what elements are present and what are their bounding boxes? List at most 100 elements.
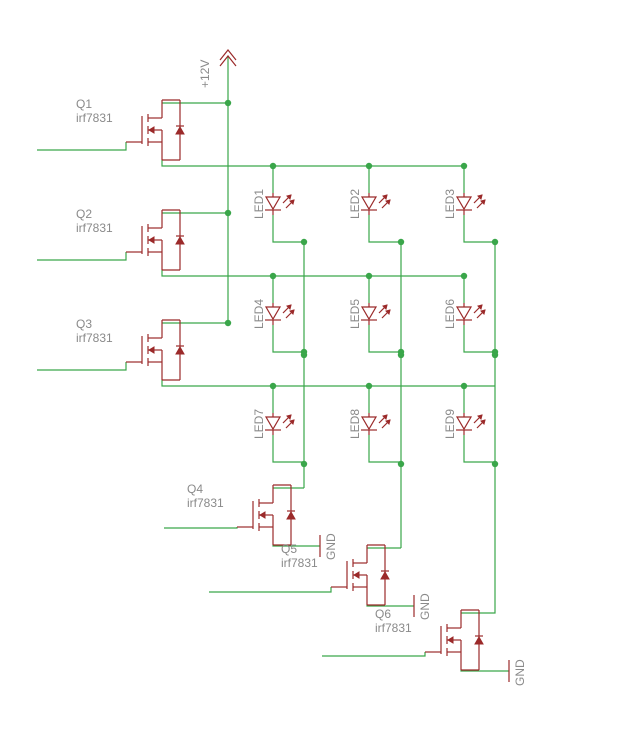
transistor-part: irf7831 xyxy=(187,496,224,510)
junction-dot xyxy=(224,99,232,107)
led-label: LED7 xyxy=(252,409,266,439)
junction-dot xyxy=(397,460,405,468)
body-arrow xyxy=(259,511,266,519)
led-cathode-wire xyxy=(368,325,401,353)
labels: +12V GND GND GND xyxy=(198,60,527,686)
led-triangle xyxy=(264,416,282,431)
ground-label-2: GND xyxy=(418,593,432,620)
body-arrow xyxy=(148,126,155,134)
junction-dot xyxy=(269,382,277,390)
gate-input xyxy=(164,527,238,529)
junction-dot xyxy=(365,162,373,170)
led-light-arrowhead xyxy=(385,309,391,315)
led-light-arrowhead xyxy=(289,199,295,205)
body-arrow xyxy=(447,636,454,644)
gate-input xyxy=(37,362,127,371)
led-led3: LED3 xyxy=(443,189,486,219)
led-light-arrowhead xyxy=(382,414,388,420)
diode-triangle xyxy=(286,510,296,520)
led-label: LED9 xyxy=(443,409,457,439)
led-label: LED2 xyxy=(348,189,362,219)
led-light-arrowhead xyxy=(286,414,292,420)
power-label: +12V xyxy=(198,60,212,88)
led-triangle xyxy=(360,416,378,431)
gate-input xyxy=(37,142,127,151)
led-light-arrowhead xyxy=(385,419,391,425)
led-cathode-wire xyxy=(272,325,304,353)
led-label: LED4 xyxy=(252,299,266,329)
led-light-arrowhead xyxy=(289,419,295,425)
led-light-arrowhead xyxy=(480,419,486,425)
junction-dot xyxy=(491,460,499,468)
junction-dot xyxy=(460,162,468,170)
transistor-part: irf7831 xyxy=(76,331,113,345)
row-rail xyxy=(161,380,464,387)
row-rail xyxy=(161,160,464,167)
transistor-name: Q4 xyxy=(187,482,203,496)
led-led9: LED9 xyxy=(443,409,486,439)
led-light-arrowhead xyxy=(477,194,483,200)
led-light-arrowhead xyxy=(286,304,292,310)
diode-triangle xyxy=(175,345,185,355)
led-led6: LED6 xyxy=(443,299,486,329)
diode-triangle xyxy=(474,635,484,645)
diode-triangle xyxy=(175,235,185,245)
led-triangle xyxy=(455,416,473,431)
junction-dot xyxy=(269,272,277,280)
led-light-arrowhead xyxy=(382,304,388,310)
led-light-arrowhead xyxy=(477,414,483,420)
gate-input xyxy=(209,587,332,593)
led-triangle xyxy=(264,196,282,211)
led-led2: LED2 xyxy=(348,189,391,219)
junction-dot xyxy=(224,209,232,217)
transistor-name: Q6 xyxy=(375,607,391,621)
led-light-arrowhead xyxy=(286,194,292,200)
junction-dot xyxy=(300,351,308,359)
led-cathode-wire xyxy=(368,215,401,243)
body-arrow xyxy=(148,346,155,354)
led-led5: LED5 xyxy=(348,299,391,329)
gate-input xyxy=(37,252,127,261)
power-arrow xyxy=(219,55,237,67)
led-label: LED6 xyxy=(443,299,457,329)
junction-dot xyxy=(491,351,499,359)
transistor-name: Q1 xyxy=(76,97,92,111)
junction-dot xyxy=(491,238,499,246)
body-arrow xyxy=(353,571,360,579)
gate-input xyxy=(322,652,426,657)
transistor-part: irf7831 xyxy=(76,221,113,235)
led-led8: LED8 xyxy=(348,409,391,439)
led-led4: LED4 xyxy=(252,299,295,329)
body-arrow xyxy=(148,236,155,244)
transistor-name: Q2 xyxy=(76,207,92,221)
junction-dot xyxy=(224,319,232,327)
transistor-part: irf7831 xyxy=(375,621,412,635)
led-cathode-wire xyxy=(368,435,401,463)
row-rail xyxy=(161,270,464,277)
junctions xyxy=(224,99,499,468)
power-arrow xyxy=(219,49,237,61)
diode-triangle xyxy=(175,125,185,135)
led-cathode-wire xyxy=(463,215,495,243)
junction-dot xyxy=(460,382,468,390)
wires xyxy=(37,56,509,672)
led-cathode-wire xyxy=(463,325,495,353)
transistor-name: Q5 xyxy=(281,542,297,556)
led-light-arrowhead xyxy=(480,309,486,315)
led-cathode-wire xyxy=(272,215,304,243)
led-light-arrowhead xyxy=(480,199,486,205)
led-light-arrowhead xyxy=(382,194,388,200)
ground-label-1: GND xyxy=(324,533,338,560)
led-led1: LED1 xyxy=(252,189,295,219)
led-light-arrowhead xyxy=(385,199,391,205)
led-triangle xyxy=(264,306,282,321)
transistor-part: irf7831 xyxy=(281,556,318,570)
junction-dot xyxy=(269,162,277,170)
